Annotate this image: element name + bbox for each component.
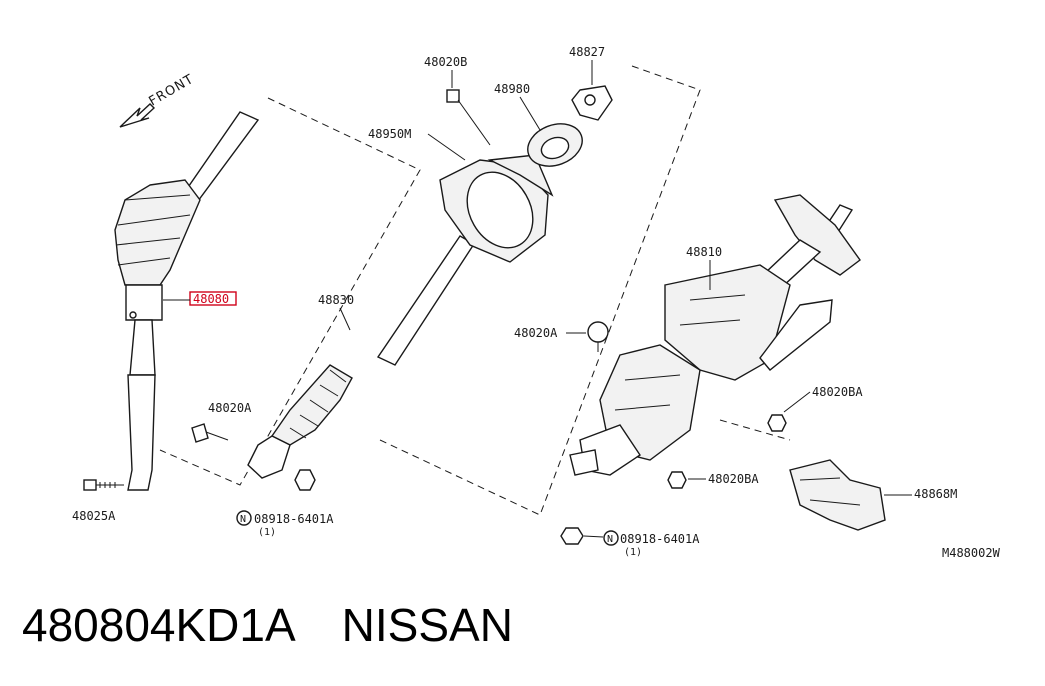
group-outline-right bbox=[719, 419, 791, 441]
callout-48020A-left: 48020A bbox=[208, 401, 252, 415]
nut-symbol-label-right: N bbox=[607, 534, 613, 545]
seal-48980 bbox=[527, 123, 583, 167]
nut-08918-left bbox=[294, 469, 316, 491]
brand-name: NISSAN bbox=[341, 599, 513, 651]
bolt-48025A bbox=[83, 479, 124, 491]
nut-08918-right bbox=[560, 527, 584, 545]
bracket-48868M bbox=[789, 459, 886, 531]
callout-48827: 48827 bbox=[569, 45, 605, 59]
clip-48020B bbox=[446, 89, 460, 103]
callout-48868M: 48868M bbox=[914, 487, 957, 501]
callout-48080: 48080 bbox=[193, 292, 229, 306]
callout-48830: 48830 bbox=[318, 293, 354, 307]
front-arrow-icon bbox=[119, 103, 156, 128]
highlight-box bbox=[189, 291, 237, 306]
callout-48980: 48980 bbox=[494, 82, 530, 96]
nut-symbol-icon bbox=[236, 510, 252, 526]
part-caption: 480804KD1A NISSAN bbox=[22, 598, 559, 652]
callout-48020BA-upper: 48020BA bbox=[812, 385, 863, 399]
column-cover-48950M bbox=[439, 154, 554, 263]
callout-48950M: 48950M bbox=[368, 127, 411, 141]
callout-48020B: 48020B bbox=[424, 55, 467, 69]
lower-shaft-48080 bbox=[114, 111, 260, 491]
bolt-48020A-left bbox=[191, 423, 229, 443]
nut-symbol-label-left: N bbox=[240, 514, 246, 525]
callout-08918-right-qty: (1) bbox=[624, 547, 642, 558]
callout-08918-right: 08918-6401A bbox=[620, 532, 700, 546]
callout-48020A-right: 48020A bbox=[514, 326, 558, 340]
bolt-48020A-right bbox=[587, 321, 609, 352]
diagram-code: M488002W bbox=[942, 546, 1001, 560]
clamp-48827 bbox=[571, 85, 613, 121]
callout-48020BA-lower: 48020BA bbox=[708, 472, 759, 486]
intermediate-shaft-48830 bbox=[247, 235, 475, 479]
steering-column-48810 bbox=[569, 194, 861, 476]
callout-48025A: 48025A bbox=[72, 509, 116, 523]
group-outline-left bbox=[159, 97, 421, 486]
group-outline-middle bbox=[379, 65, 701, 516]
front-label: FRONT bbox=[147, 72, 197, 110]
nut-symbol-icon-right bbox=[603, 530, 619, 546]
bolt-48020BA-lower bbox=[667, 471, 687, 489]
part-number: 480804KD1A bbox=[22, 599, 296, 651]
callout-08918-left: 08918-6401A bbox=[254, 512, 334, 526]
callout-08918-left-qty: (1) bbox=[258, 527, 276, 538]
callout-48810: 48810 bbox=[686, 245, 722, 259]
bolt-48020BA-upper bbox=[767, 414, 787, 432]
